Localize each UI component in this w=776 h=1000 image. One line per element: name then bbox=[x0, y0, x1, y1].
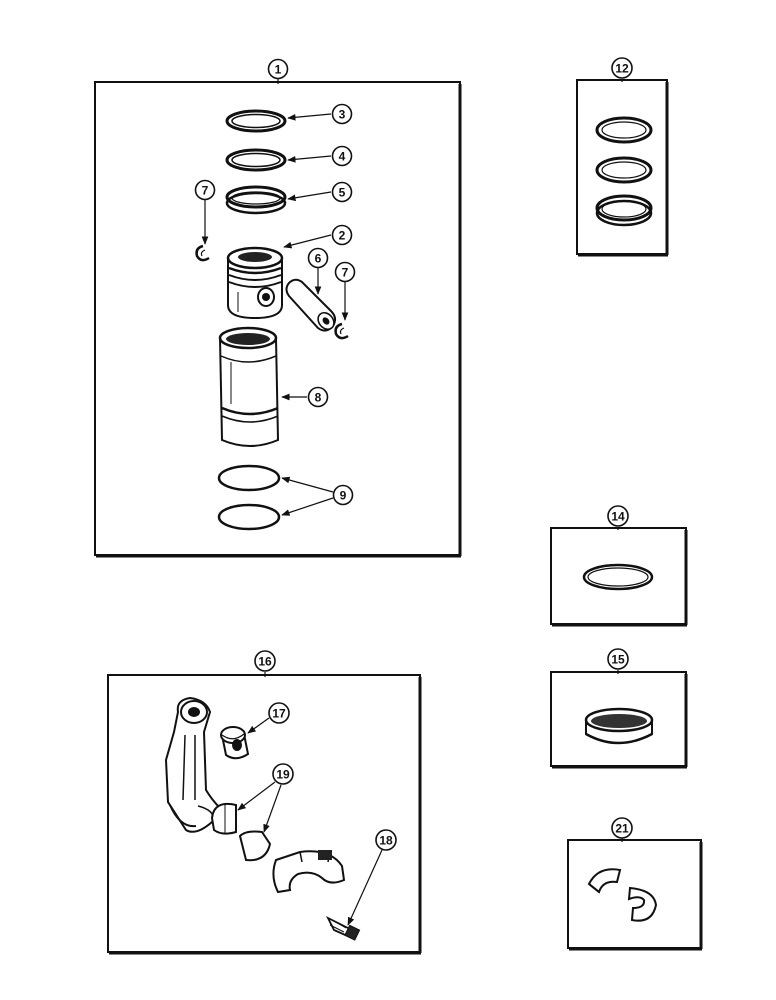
kit-14-group: 14 bbox=[550, 505, 688, 627]
rod-cap bbox=[272, 850, 346, 894]
callout-12[interactable]: 12 bbox=[611, 57, 633, 82]
kit-12-panel bbox=[576, 79, 668, 255]
callout-18[interactable]: 18 bbox=[347, 829, 397, 926]
callout-1[interactable]: 1 bbox=[267, 58, 289, 85]
kit-12-group: 12 bbox=[576, 57, 669, 257]
svg-text:17: 17 bbox=[272, 707, 286, 721]
callout-19[interactable]: 19 bbox=[237, 763, 294, 833]
svg-text:8: 8 bbox=[315, 391, 322, 405]
svg-text:16: 16 bbox=[258, 655, 272, 669]
svg-text:3: 3 bbox=[339, 108, 346, 122]
o-ring-upper bbox=[217, 464, 281, 492]
ring-set-top bbox=[595, 116, 653, 144]
callout-6[interactable]: 6 bbox=[307, 247, 329, 295]
svg-text:2: 2 bbox=[339, 229, 346, 243]
bearing-shell-upper bbox=[587, 868, 622, 894]
piston-ring-top bbox=[225, 109, 287, 133]
rod-bolt bbox=[325, 915, 361, 941]
callout-8[interactable]: 8 bbox=[281, 386, 329, 408]
o-ring-lower bbox=[217, 503, 281, 531]
svg-text:9: 9 bbox=[340, 489, 347, 503]
svg-text:7: 7 bbox=[342, 266, 349, 280]
small-end-bushing bbox=[220, 726, 250, 760]
callout-15[interactable]: 15 bbox=[607, 648, 629, 674]
connecting-rod bbox=[164, 696, 222, 833]
kit-14-panel bbox=[550, 527, 687, 625]
svg-text:4: 4 bbox=[339, 150, 346, 164]
svg-text:12: 12 bbox=[615, 62, 629, 76]
callout-4[interactable]: 4 bbox=[287, 145, 353, 167]
kit-16-group: 16 17 bbox=[107, 650, 422, 955]
piston-ring-second bbox=[225, 148, 287, 172]
callout-7-left[interactable]: 7 bbox=[194, 179, 216, 245]
wear-sleeve bbox=[584, 707, 654, 745]
retainer-clip-left bbox=[195, 244, 210, 262]
svg-text:15: 15 bbox=[611, 653, 625, 667]
svg-text:18: 18 bbox=[379, 834, 393, 848]
svg-text:19: 19 bbox=[276, 768, 290, 782]
rod-bearing-shell-upper bbox=[210, 802, 237, 835]
bearing-shell-lower bbox=[627, 886, 658, 922]
callout-16[interactable]: 16 bbox=[254, 650, 276, 677]
svg-text:5: 5 bbox=[339, 186, 346, 200]
callout-9[interactable]: 9 bbox=[281, 476, 354, 516]
kit-21-group: 21 bbox=[567, 817, 703, 951]
svg-text:14: 14 bbox=[611, 510, 625, 524]
svg-text:21: 21 bbox=[615, 822, 629, 836]
callout-21[interactable]: 21 bbox=[611, 817, 633, 842]
seal-ring bbox=[582, 563, 654, 591]
kit-16-panel bbox=[107, 674, 421, 953]
svg-text:7: 7 bbox=[202, 184, 209, 198]
svg-text:1: 1 bbox=[275, 63, 282, 77]
callout-14[interactable]: 14 bbox=[607, 505, 629, 530]
callout-3[interactable]: 3 bbox=[287, 103, 353, 125]
svg-text:6: 6 bbox=[315, 252, 322, 266]
ring-set-bottom bbox=[595, 194, 653, 227]
cylinder-liner bbox=[218, 326, 280, 447]
callout-7-right[interactable]: 7 bbox=[334, 261, 356, 321]
kit-15-group: 15 bbox=[550, 648, 688, 769]
piston-pin bbox=[285, 278, 337, 332]
ring-set-middle bbox=[595, 156, 653, 184]
callout-17[interactable]: 17 bbox=[247, 702, 290, 734]
piston-ring-oil bbox=[225, 185, 287, 215]
rod-bearing-shell-lower bbox=[238, 830, 272, 862]
kit-1-group: 1 3 4 5 bbox=[94, 58, 462, 558]
piston bbox=[226, 246, 284, 320]
callout-5[interactable]: 5 bbox=[287, 181, 353, 203]
retainer-clip-right bbox=[334, 322, 349, 340]
callout-2[interactable]: 2 bbox=[283, 224, 353, 249]
